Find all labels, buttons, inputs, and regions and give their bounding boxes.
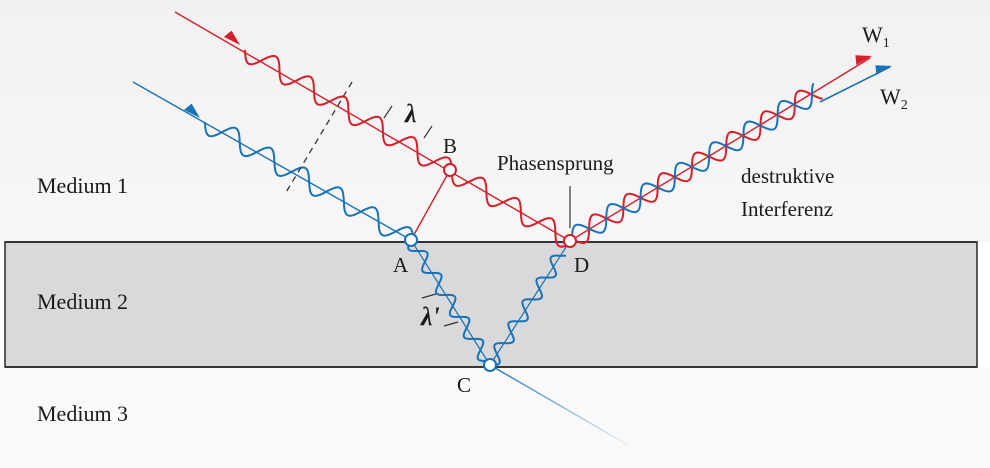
w1-label: W1 xyxy=(862,22,890,51)
ray-guides xyxy=(132,11,891,446)
lambda-tick-right xyxy=(423,125,433,139)
medium-3-region xyxy=(0,368,990,468)
blue-incoming-arrowhead xyxy=(183,103,200,118)
destructive-label-line2: Interferenz xyxy=(741,197,833,221)
medium-1-label: Medium 1 xyxy=(37,173,128,198)
point-c-label: C xyxy=(457,373,471,397)
blue-transmitted-fading-ray xyxy=(489,364,629,446)
lambda-prime-tick-top xyxy=(421,293,437,299)
red-incoming-wave xyxy=(244,49,569,248)
lambda-prime-label: λ' xyxy=(420,302,440,331)
wave-trains xyxy=(204,49,823,367)
medium-2-label: Medium 2 xyxy=(37,289,128,314)
phase-jump-label: Phasensprung xyxy=(497,151,614,175)
destructive-label-line1: destruktive xyxy=(741,164,834,188)
point-b-marker xyxy=(443,163,457,177)
point-b-label: B xyxy=(443,134,457,158)
medium-2-film xyxy=(4,241,978,368)
blue-incoming-wave xyxy=(204,121,414,237)
lambda-label: λ xyxy=(404,99,417,128)
blue-refracted-guide-a-c xyxy=(410,239,491,366)
point-a-label: A xyxy=(393,253,409,277)
red-outgoing-wave xyxy=(571,89,823,245)
medium-3-label: Medium 3 xyxy=(37,401,128,426)
point-d-marker xyxy=(563,234,577,248)
point-d-label: D xyxy=(574,253,589,277)
medium-1-region xyxy=(0,0,990,242)
red-normal-line-a-b xyxy=(410,169,451,241)
blue-outgoing-wave xyxy=(571,82,815,240)
blue-reflected-guide-c-d xyxy=(489,240,571,366)
point-a-marker xyxy=(404,233,418,247)
lambda-prime-tick-bottom xyxy=(443,321,459,327)
blue-film-wave-down xyxy=(407,239,496,363)
w1-arrowhead xyxy=(855,55,872,65)
w2-arrowhead xyxy=(875,65,892,75)
blue-incident-guide xyxy=(132,81,412,241)
point-c-marker xyxy=(483,358,497,372)
blue-film-wave-up xyxy=(489,254,567,367)
red-outgoing-guide xyxy=(569,57,871,242)
lambda-tick-left xyxy=(383,105,393,119)
w2-label: W2 xyxy=(880,84,908,113)
red-incoming-arrowhead xyxy=(223,30,240,45)
